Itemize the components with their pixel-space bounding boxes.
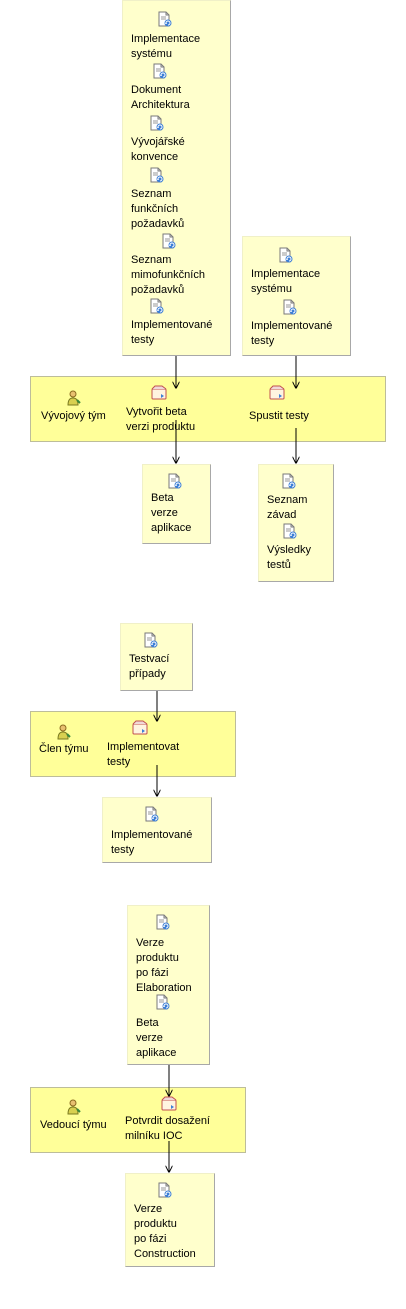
artifact-label: Verze produktu po fázi Construction bbox=[134, 1203, 196, 1260]
artifact-label: Dokument Architektura bbox=[131, 84, 190, 111]
role-lane-team-lead: Vedoucí týmu Potvrdit dosažení milníku I… bbox=[30, 1087, 246, 1153]
output-artifacts-box-b: Seznam závad Výsledky testů bbox=[258, 464, 334, 582]
artifact-label: Implementace systému bbox=[131, 33, 201, 60]
output-artifacts-box: Implementované testy bbox=[102, 797, 212, 863]
task-label: Spustit testy bbox=[249, 410, 309, 422]
artifact-label: Implementované testy bbox=[251, 320, 333, 347]
document-refresh-icon bbox=[156, 1182, 173, 1199]
artifact-label: Implementované testy bbox=[131, 319, 213, 346]
artifact-label: Implementace systému bbox=[251, 268, 321, 295]
artifact-label: Beta verze aplikace bbox=[151, 492, 192, 534]
role-lane-team-member: Člen týmu Implementovat testy bbox=[30, 711, 236, 777]
document-refresh-icon bbox=[281, 523, 298, 540]
document-refresh-icon bbox=[148, 115, 165, 132]
artifact-label: Seznam závad bbox=[267, 494, 308, 521]
person-icon bbox=[65, 1098, 82, 1115]
artifact-label: Implementované testy bbox=[111, 829, 193, 856]
input-artifacts-box: Testvací případy bbox=[120, 623, 193, 691]
task-card-icon bbox=[151, 385, 168, 402]
document-refresh-icon bbox=[166, 473, 183, 490]
document-refresh-icon bbox=[154, 914, 171, 931]
input-artifacts-box-a: Implementace systému Dokument Architektu… bbox=[122, 0, 231, 356]
input-artifacts-box: Verze produktu po fázi Elaboration Beta … bbox=[127, 905, 210, 1065]
role-name: Vedoucí týmu bbox=[40, 1119, 107, 1131]
document-refresh-icon bbox=[148, 298, 165, 315]
task-card-icon bbox=[132, 720, 149, 737]
role-name: Člen týmu bbox=[39, 743, 89, 755]
artifact-label: Testvací případy bbox=[129, 653, 170, 680]
person-icon bbox=[55, 723, 72, 740]
document-refresh-icon bbox=[142, 632, 159, 649]
document-refresh-icon bbox=[151, 63, 168, 80]
document-refresh-icon bbox=[280, 473, 297, 490]
document-refresh-icon bbox=[160, 233, 177, 250]
artifact-label: Vývojářské konvence bbox=[131, 136, 185, 163]
output-artifacts-box: Verze produktu po fázi Construction bbox=[125, 1173, 215, 1267]
role-name: Vývojový tým bbox=[41, 410, 106, 422]
document-refresh-icon bbox=[143, 806, 160, 823]
artifact-label: Seznam funkčních požadavků bbox=[131, 188, 185, 230]
document-refresh-icon bbox=[277, 247, 294, 264]
artifact-label: Seznam mimofunkčních požadavků bbox=[131, 254, 205, 296]
task-label: Potvrdit dosažení milníku IOC bbox=[125, 1115, 210, 1142]
document-refresh-icon bbox=[156, 11, 173, 28]
document-refresh-icon bbox=[281, 299, 298, 316]
role-lane-development-team: Vývojový tým Vytvořit beta verzi produkt… bbox=[30, 376, 386, 442]
document-refresh-icon bbox=[148, 167, 165, 184]
person-icon bbox=[65, 389, 82, 406]
artifact-label: Beta verze aplikace bbox=[136, 1017, 177, 1059]
document-refresh-icon bbox=[154, 994, 171, 1011]
output-artifacts-box-a: Beta verze aplikace bbox=[142, 464, 211, 544]
task-label: Vytvořit beta verzi produktu bbox=[126, 406, 196, 433]
task-card-icon bbox=[161, 1096, 178, 1113]
input-artifacts-box-b: Implementace systému Implementované test… bbox=[242, 236, 351, 356]
artifact-label: Výsledky testů bbox=[267, 544, 312, 571]
artifact-label: Verze produktu po fázi Elaboration bbox=[136, 937, 192, 994]
task-label: Implementovat testy bbox=[107, 741, 180, 768]
task-card-icon bbox=[269, 385, 286, 402]
